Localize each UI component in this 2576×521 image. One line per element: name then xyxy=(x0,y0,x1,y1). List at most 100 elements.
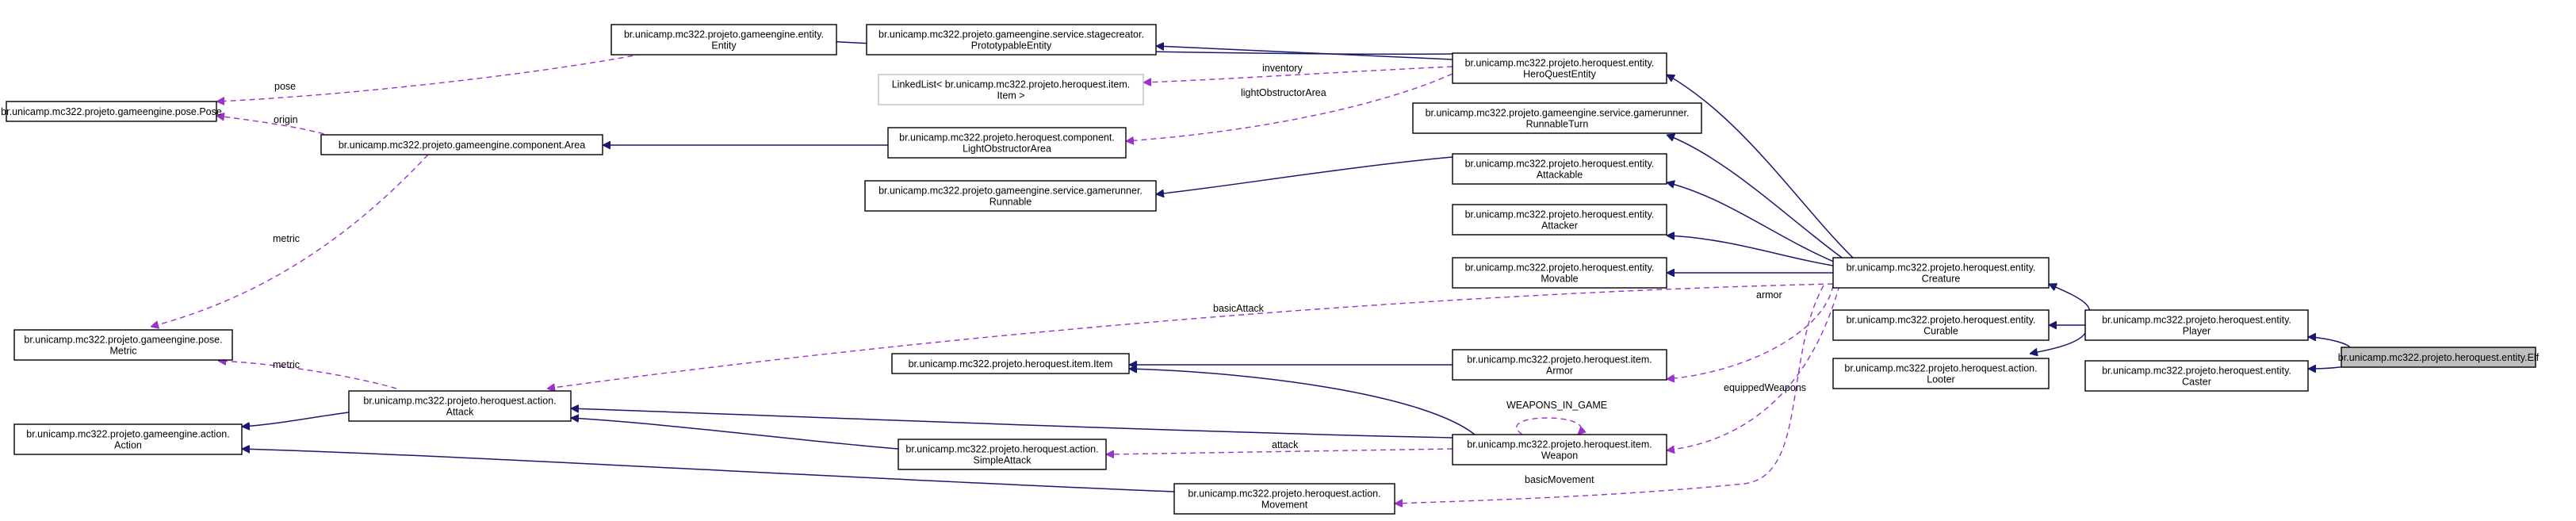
node-label-line: br.unicamp.mc322.projeto.heroquest.item.… xyxy=(909,358,1113,370)
edge-creature-attacker xyxy=(1667,236,1834,266)
edge-creature-attackable xyxy=(1667,182,1840,265)
node-prototypable-entity[interactable]: br.unicamp.mc322.projeto.gameengine.serv… xyxy=(866,24,1157,56)
node-label-line: br.unicamp.mc322.projeto.heroquest.compo… xyxy=(899,132,1115,144)
node-label-line: br.unicamp.mc322.projeto.heroquest.entit… xyxy=(1465,58,1655,69)
node-action[interactable]: br.unicamp.mc322.projeto.gameengine.acti… xyxy=(13,423,243,455)
node-label-line: br.unicamp.mc322.projeto.heroquest.entit… xyxy=(2102,366,2291,377)
label-armor: armor xyxy=(1756,289,1782,301)
node-label-line: LinkedList< br.unicamp.mc322.projeto.her… xyxy=(892,79,1131,90)
node-light-obstructor-area[interactable]: br.unicamp.mc322.projeto.heroquest.compo… xyxy=(887,127,1127,159)
node-creature[interactable]: br.unicamp.mc322.projeto.heroquest.entit… xyxy=(1832,257,2050,289)
node-entity[interactable]: br.unicamp.mc322.projeto.gameengine.enti… xyxy=(611,24,837,56)
label-metric-attack: metric xyxy=(273,359,300,370)
label-equippedweapons: equippedWeapons xyxy=(1724,382,1806,393)
node-metric[interactable]: br.unicamp.mc322.projeto.gameengine.pose… xyxy=(13,329,233,361)
node-player[interactable]: br.unicamp.mc322.projeto.heroquest.entit… xyxy=(2084,309,2309,341)
node-label-line: br.unicamp.mc322.projeto.heroquest.entit… xyxy=(1465,159,1655,170)
node-label-line: Movable xyxy=(1541,274,1578,285)
node-runnable-turn[interactable]: br.unicamp.mc322.projeto.gameengine.serv… xyxy=(1412,102,1702,134)
node-area[interactable]: br.unicamp.mc322.projeto.gameengine.comp… xyxy=(320,134,603,155)
node-label-line: br.unicamp.mc322.projeto.gameengine.serv… xyxy=(878,186,1143,197)
node-label-line: br.unicamp.mc322.projeto.heroquest.entit… xyxy=(1847,262,2036,274)
edge-simpleattack-attack xyxy=(571,418,899,450)
class-nodes: br.unicamp.mc322.projeto.gameengine.enti… xyxy=(1,24,2540,515)
label-pose: pose xyxy=(274,81,296,92)
edge-creature-heroquestentity xyxy=(1667,74,1856,261)
node-label-line: br.unicamp.mc322.projeto.gameengine.pose… xyxy=(24,335,222,346)
node-label-line: PrototypableEntity xyxy=(971,40,1052,52)
node-label-line: br.unicamp.mc322.projeto.heroquest.actio… xyxy=(1844,363,2037,374)
label-metric-area: metric xyxy=(273,233,300,244)
node-movable[interactable]: br.unicamp.mc322.projeto.heroquest.entit… xyxy=(1452,257,1667,289)
node-attackable[interactable]: br.unicamp.mc322.projeto.heroquest.entit… xyxy=(1452,153,1667,185)
node-label-line: br.unicamp.mc322.projeto.heroquest.entit… xyxy=(2102,315,2291,326)
edge-heroquestentity-linkedlist xyxy=(1143,66,1453,82)
label-basicmovement: basicMovement xyxy=(1525,474,1594,485)
node-label-line: br.unicamp.mc322.projeto.gameengine.serv… xyxy=(878,29,1144,40)
edge-attack-metric xyxy=(218,361,397,389)
node-item[interactable]: br.unicamp.mc322.projeto.heroquest.item.… xyxy=(891,353,1130,374)
node-label-line: Action xyxy=(114,440,142,451)
node-label-line: br.unicamp.mc322.projeto.heroquest.item. xyxy=(1467,439,1652,450)
edge-labels: pose origin inventory lightObstructorAre… xyxy=(273,63,1806,485)
node-label-line: br.unicamp.mc322.projeto.gameengine.enti… xyxy=(624,29,824,40)
node-pose[interactable]: br.unicamp.mc322.projeto.gameengine.pose… xyxy=(1,101,222,122)
edge-weapon-attack xyxy=(571,408,1453,439)
label-weapons-in-game: WEAPONS_IN_GAME xyxy=(1506,400,1607,411)
node-label-line: br.unicamp.mc322.projeto.heroquest.actio… xyxy=(363,396,556,407)
node-label-line: br.unicamp.mc322.projeto.heroquest.entit… xyxy=(1465,209,1655,220)
node-weapon[interactable]: br.unicamp.mc322.projeto.heroquest.item.… xyxy=(1452,434,1667,465)
node-label-line: br.unicamp.mc322.projeto.heroquest.entit… xyxy=(2338,352,2540,363)
node-label-line: br.unicamp.mc322.projeto.gameengine.serv… xyxy=(1426,108,1690,119)
node-label-line: br.unicamp.mc322.projeto.heroquest.entit… xyxy=(1847,315,2036,326)
node-attacker[interactable]: br.unicamp.mc322.projeto.heroquest.entit… xyxy=(1452,204,1667,236)
node-looter[interactable]: br.unicamp.mc322.projeto.heroquest.actio… xyxy=(1832,358,2050,389)
node-attack[interactable]: br.unicamp.mc322.projeto.heroquest.actio… xyxy=(348,390,572,422)
node-label-line: HeroQuestEntity xyxy=(1523,69,1596,80)
node-movement[interactable]: br.unicamp.mc322.projeto.heroquest.actio… xyxy=(1173,483,1395,515)
node-label-line: br.unicamp.mc322.projeto.gameengine.pose… xyxy=(1,106,222,117)
edge-movement-action xyxy=(242,449,1175,492)
usage-edges xyxy=(151,53,1840,504)
edge-creature-armor xyxy=(1667,285,1834,379)
node-simple-attack[interactable]: br.unicamp.mc322.projeto.heroquest.actio… xyxy=(898,439,1107,470)
node-linkedlist-item[interactable]: LinkedList< br.unicamp.mc322.projeto.her… xyxy=(878,74,1144,105)
node-curable[interactable]: br.unicamp.mc322.projeto.heroquest.entit… xyxy=(1832,309,2050,341)
edge-creature-runnableturn xyxy=(1667,135,1848,262)
label-basicattack: basicAttack xyxy=(1213,303,1265,314)
node-heroquest-entity[interactable]: br.unicamp.mc322.projeto.heroquest.entit… xyxy=(1452,52,1667,84)
node-caster[interactable]: br.unicamp.mc322.projeto.heroquest.entit… xyxy=(2084,360,2309,392)
node-label-line: br.unicamp.mc322.projeto.heroquest.entit… xyxy=(1465,262,1655,274)
node-label-line: Metric xyxy=(109,346,136,357)
node-label-line: LightObstructorArea xyxy=(963,144,1051,155)
node-label-line: Weapon xyxy=(1541,450,1578,462)
edge-area-pose xyxy=(216,116,334,137)
edge-creature-movement xyxy=(1395,285,1824,504)
node-label-line: Creature xyxy=(1922,274,1961,285)
edge-player-creature xyxy=(2049,284,2091,319)
node-label-line: Attacker xyxy=(1541,220,1578,232)
node-label-line: Looter xyxy=(1927,374,1954,385)
node-label-line: br.unicamp.mc322.projeto.heroquest.actio… xyxy=(1188,488,1380,500)
node-label-line: Curable xyxy=(1923,326,1958,337)
node-elf[interactable]: br.unicamp.mc322.projeto.heroquest.entit… xyxy=(2338,347,2540,368)
node-runnable[interactable]: br.unicamp.mc322.projeto.gameengine.serv… xyxy=(864,180,1157,212)
edge-creature-weapon xyxy=(1667,285,1840,450)
node-label-line: Runnable xyxy=(989,197,1032,208)
node-label-line: br.unicamp.mc322.projeto.heroquest.actio… xyxy=(905,444,1098,455)
label-inventory: inventory xyxy=(1262,63,1303,74)
node-label-line: Armor xyxy=(1546,366,1573,377)
node-armor[interactable]: br.unicamp.mc322.projeto.heroquest.item.… xyxy=(1452,349,1667,381)
node-label-line: Player xyxy=(2183,326,2210,337)
node-label-line: br.unicamp.mc322.projeto.gameengine.acti… xyxy=(26,429,229,440)
node-label-line: Attack xyxy=(446,407,474,418)
edge-heroquestentity-lightobstructor xyxy=(1126,73,1453,141)
node-label-line: RunnableTurn xyxy=(1526,119,1589,130)
edge-weapon-simpleattack xyxy=(1106,448,1453,454)
edge-player-looter xyxy=(2030,332,2086,354)
node-label-line: SimpleAttack xyxy=(974,455,1032,466)
node-label-line: Item > xyxy=(997,90,1024,102)
edge-weapon-self xyxy=(1516,417,1581,435)
label-origin: origin xyxy=(274,114,298,125)
